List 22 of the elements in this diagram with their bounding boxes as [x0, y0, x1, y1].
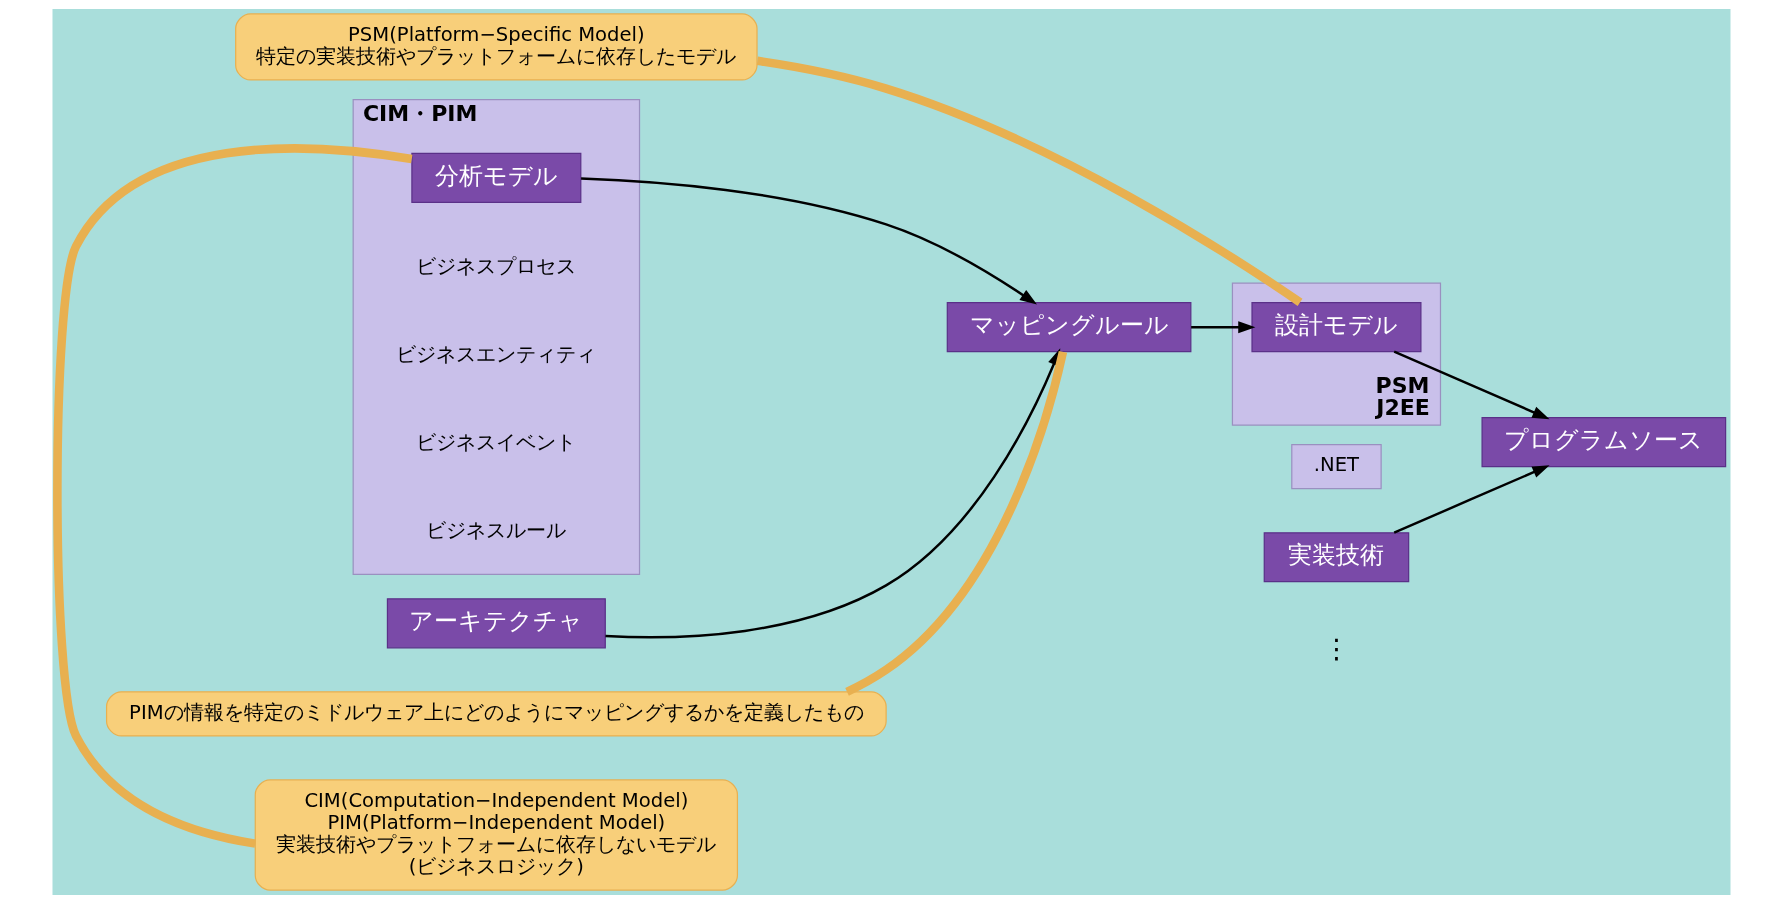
label: ビジネスイベント [416, 430, 577, 454]
node-box: 設計モデル [1251, 301, 1422, 352]
node-box: マッピングルール [946, 301, 1192, 352]
connector [53, 143, 413, 848]
node-box: CIM(Computation−Independent Model) PIM(Platform−Independent Model) 実装技術やプラットフォームに依存しないモデル (ビジネスロジック) [254, 778, 739, 891]
label: ⋮ [1323, 632, 1350, 664]
label: ビジネスルール [426, 518, 567, 542]
arrow [1393, 350, 1550, 419]
connector [845, 350, 1068, 696]
arrow [1191, 320, 1256, 333]
arrow [1393, 464, 1550, 534]
node-box: 実装技術 [1263, 531, 1410, 582]
arrow [581, 176, 1037, 305]
label: ビジネスプロセス [416, 254, 577, 278]
node-box: PSM(Platform−Specific Model) 特定の実装技術やプラットフォームに依存したモデル [235, 12, 758, 81]
label: ビジネスエンティティ [396, 342, 597, 366]
node-box: プログラムソース [1481, 416, 1727, 467]
connector [756, 56, 1303, 306]
node-box: .NET [1291, 443, 1382, 489]
node-box: アーキテクチャ [386, 597, 606, 648]
node-box: PIMの情報を特定のミドルウェア上にどのようにマッピングするかを定義したもの [105, 690, 887, 736]
node-box: 分析モデル [411, 152, 582, 203]
